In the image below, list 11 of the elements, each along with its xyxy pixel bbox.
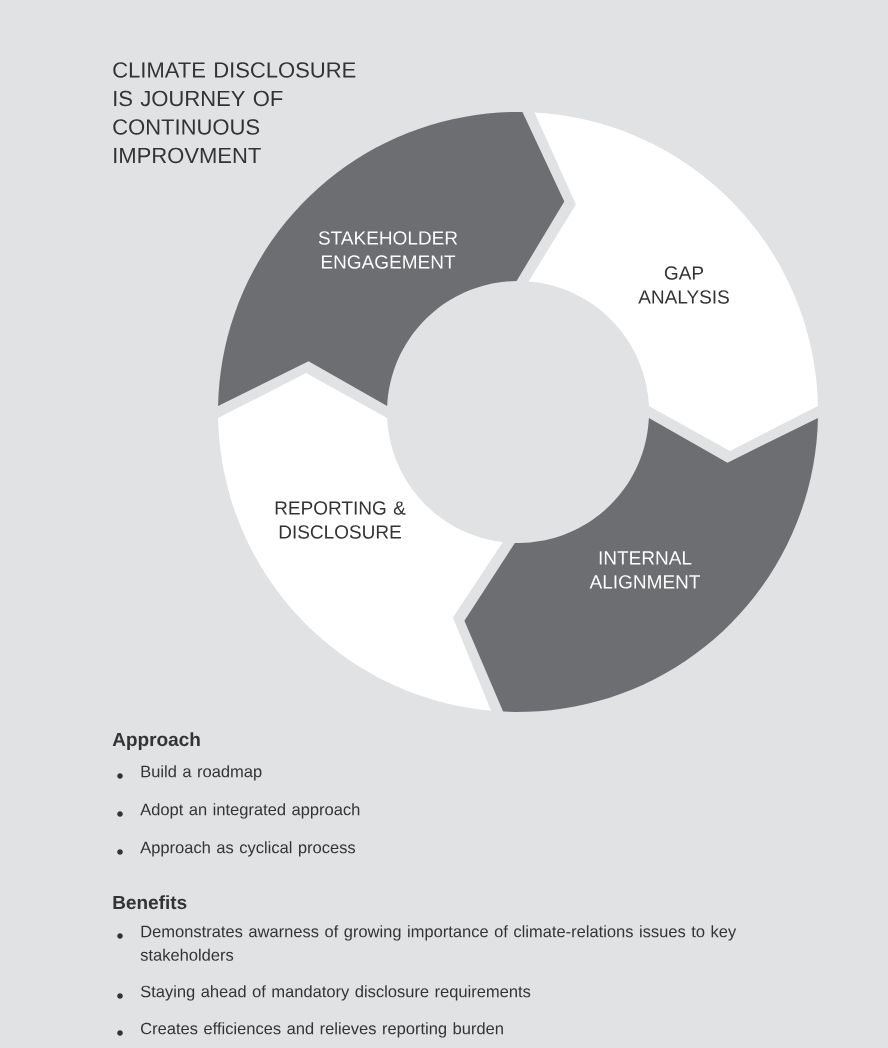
- section-heading: Approach: [112, 732, 200, 750]
- bullet-item: Staying ahead of mandatory disclosure requirements: [117, 985, 531, 1001]
- arrow-segment: GAP ANALYSIS: [528, 112, 818, 451]
- bullet-item: Build a roadmap: [117, 765, 262, 781]
- bullet-item: Creates efficiences and relieves reporting burden: [117, 1022, 503, 1038]
- bullet-item: Adopt an integrated approach: [117, 803, 360, 819]
- bullet-item: Demonstrates awarness of growing importance of climate-relations issues to key stakeholders: [117, 925, 737, 961]
- arrow-segment: INTERNAL ALIGNMENT: [464, 418, 818, 712]
- bullet-item: Approach as cyclical process: [117, 841, 356, 857]
- arrow-segment: REPORTING & DISCLOSURE: [218, 373, 503, 711]
- section-heading: Benefits: [113, 895, 187, 910]
